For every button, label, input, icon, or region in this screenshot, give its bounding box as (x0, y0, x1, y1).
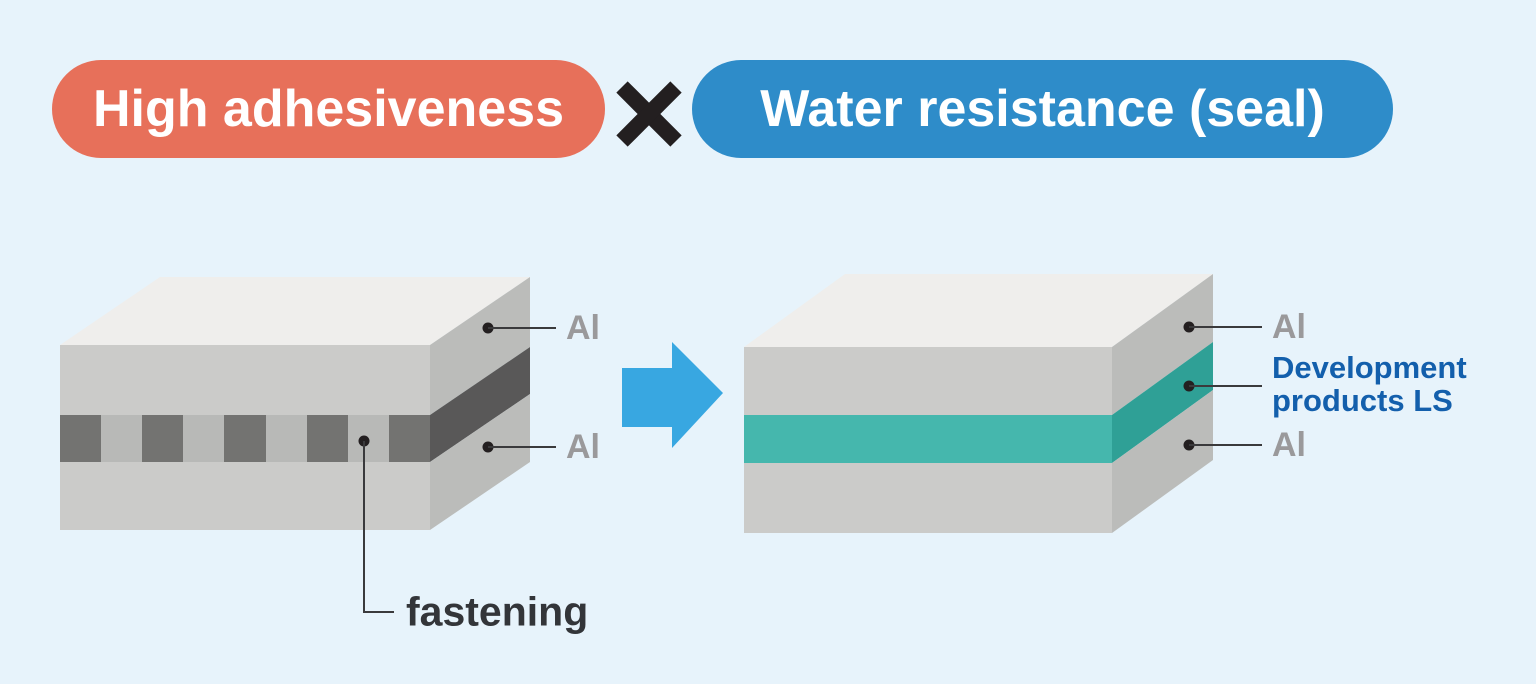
development-products-label-line2: products LS (1272, 383, 1453, 418)
fastening-label: fastening (406, 588, 589, 635)
before-bottom-al-label: Al (566, 428, 600, 466)
after-side-upper-al (1112, 274, 1213, 415)
after-top-face (744, 274, 1213, 347)
fastening-leader (363, 441, 394, 613)
after-top-al-label: Al (1272, 308, 1306, 346)
after-structure-illustration (744, 274, 1213, 533)
water-resistance-badge: Water resistance (seal) (692, 60, 1393, 158)
development-products-label: Development products LS (1272, 351, 1467, 417)
after-front-ls-layer (744, 415, 1112, 463)
before-fastening-dark-segment (142, 415, 183, 462)
before-fastening-gap-segment (266, 415, 307, 462)
before-side-lower-al (430, 394, 530, 530)
after-bottom-al-label: Al (1272, 426, 1306, 464)
before-fastening-dark-segment (307, 415, 348, 462)
before-top-face (60, 277, 530, 345)
multiply-stroke-2 (616, 81, 682, 147)
before-side-upper-al (430, 277, 530, 415)
before-side-fastening-layer (430, 347, 530, 462)
before-fastening-gap-segment (101, 415, 142, 462)
arrow-shape (622, 342, 723, 448)
transform-arrow-icon (622, 342, 723, 448)
after-front-lower-al (744, 463, 1112, 533)
after-front-upper-al (744, 347, 1112, 415)
before-fastening-gap-segment (183, 415, 224, 462)
before-fastening-dark-segment (60, 415, 101, 462)
before-structure-illustration (60, 277, 530, 530)
before-front-upper-al (60, 345, 430, 415)
before-fastening-dark-segment (389, 415, 430, 462)
high-adhesiveness-badge: High adhesiveness (52, 60, 605, 158)
after-side-ls-layer (1112, 342, 1213, 463)
leader-lines (358, 321, 1262, 613)
before-front-lower-al (60, 462, 430, 530)
development-products-label-line1: Development (1272, 349, 1467, 385)
multiply-icon (616, 81, 682, 147)
before-top-al-label: Al (566, 309, 600, 347)
after-side-lower-al (1112, 390, 1213, 533)
before-fastening-dark-segment (224, 415, 266, 462)
